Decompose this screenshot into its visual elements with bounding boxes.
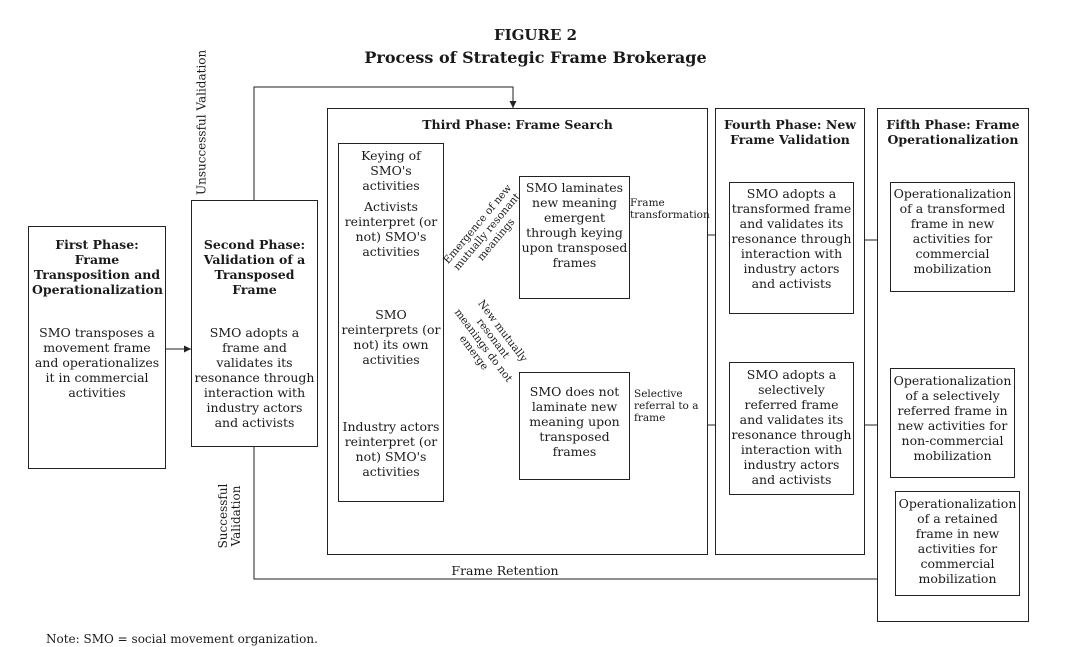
- not-laminate-text: SMO does not laminate new meaning upon t…: [529, 384, 620, 459]
- fifth-phase-title: Fifth Phase: Frame Operationalization: [886, 117, 1020, 147]
- selective-validation-box: [729, 362, 854, 495]
- keying-industry: Industry actors reinterpret (or not) SMO…: [342, 419, 440, 479]
- keying-heading: Keying of SMO's activities: [361, 148, 421, 193]
- third-phase-title: Third Phase: Frame Search: [422, 117, 613, 132]
- first-phase-box: [28, 226, 166, 469]
- not-laminate-box: [519, 372, 630, 480]
- fifth-transformed-box: [890, 182, 1015, 292]
- label-frame-transformation: Frame transformation: [630, 197, 710, 221]
- keying-box: [338, 143, 444, 502]
- second-phase-body: SMO adopts a frame and validates its res…: [194, 325, 315, 430]
- laminates-box: [519, 176, 630, 299]
- figure-note: Note: SMO = social movement organization…: [46, 632, 318, 646]
- keying-smo: SMO reinterprets (or not) its own activi…: [341, 307, 441, 367]
- first-phase-title: First Phase: Frame Transposition and Ope…: [32, 237, 163, 297]
- keying-activists: Activists reinterpret (or not) SMO's act…: [344, 199, 438, 259]
- second-phase-title: Second Phase: Validation of a Transposed…: [203, 237, 306, 297]
- transformed-validation-box: [729, 182, 854, 314]
- selective-validation-text: SMO adopts a selectively referred frame …: [731, 367, 852, 487]
- laminates-text: SMO laminates new meaning emergent throu…: [521, 180, 628, 270]
- arrow-unsuccessful-loop: [253, 86, 517, 200]
- first-phase-body: SMO transposes a movement frame and oper…: [34, 325, 160, 400]
- label-selective-referral: Selective referral to a frame: [634, 388, 699, 424]
- fifth-transformed-text: Operationalization of a transformed fram…: [893, 186, 1012, 276]
- figure-label: FIGURE 2: [493, 26, 578, 44]
- label-successful-validation: Successful Validation: [216, 483, 243, 549]
- second-phase-box: [191, 200, 318, 447]
- fifth-retained-text: Operationalization of a retained frame i…: [898, 496, 1017, 586]
- label-unsuccessful-validation: Unsuccessful Validation: [194, 49, 209, 195]
- fourth-phase-title: Fourth Phase: New Frame Validation: [723, 117, 857, 147]
- fifth-selective-text: Operationalization of a selectively refe…: [893, 373, 1012, 463]
- fifth-selective-box: [890, 368, 1015, 478]
- fifth-retained-box: [895, 491, 1020, 596]
- arrow-frame-retention: [253, 446, 895, 583]
- label-frame-retention: Frame Retention: [451, 563, 559, 578]
- figure-title: Process of Strategic Frame Brokerage: [364, 48, 707, 67]
- transformed-validation-text: SMO adopts a transformed frame and valid…: [731, 186, 852, 291]
